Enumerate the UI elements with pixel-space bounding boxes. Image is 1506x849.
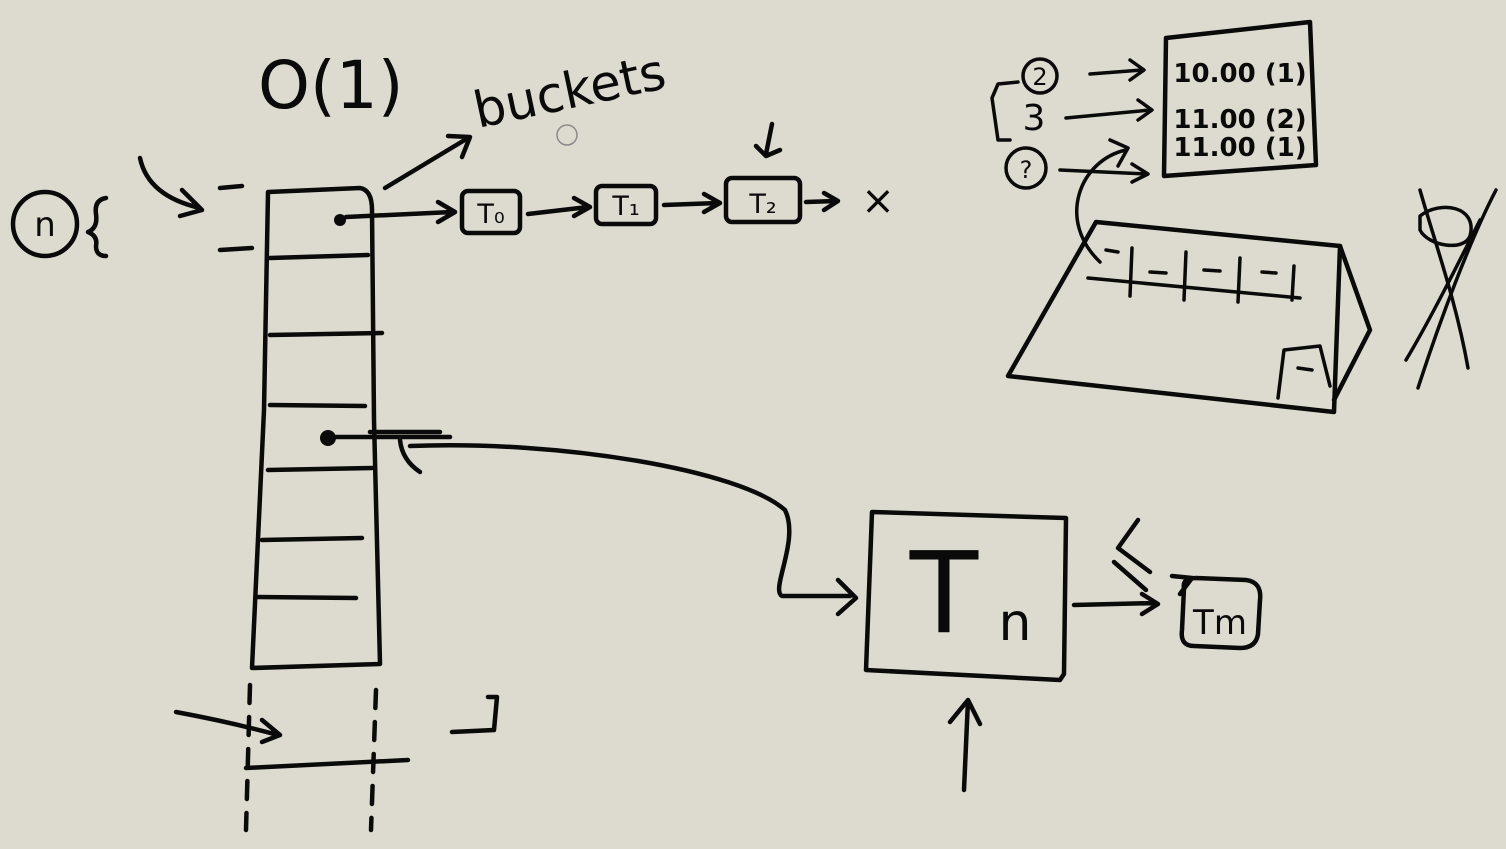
schedule-bracket [990, 80, 1020, 142]
schedule-marker-1: 2 [1032, 63, 1047, 91]
mouse-cursor [556, 124, 578, 146]
chain-node-0-label: T₀ [476, 199, 504, 230]
big-node-subscript: n [999, 593, 1032, 653]
bucket-array [249, 185, 385, 671]
index-arrow [137, 155, 205, 219]
size-brace [85, 195, 109, 259]
bucket-pointer-dot [334, 214, 346, 226]
big-node-up-arrow [947, 697, 983, 793]
chain-node-2: T₂ [723, 175, 803, 225]
size-marker: n [10, 189, 109, 259]
next-node-label: Tm [1192, 603, 1247, 643]
schedule-entry-3: 11.00 (1) [1173, 133, 1306, 163]
chain-insert-arrow [753, 121, 783, 159]
chain-arrow-2 [661, 191, 723, 215]
bucket-pointer-dot-2 [320, 430, 336, 446]
size-label: n [34, 205, 56, 245]
pointer-to-big-node [407, 443, 859, 617]
marker-circle-1 [1021, 57, 1059, 95]
chain-node-1-label: T₁ [611, 191, 639, 222]
pointer-scribble [333, 429, 453, 475]
chain-arrow-3 [803, 190, 841, 213]
schedule-entry-2: 11.00 (2) [1173, 105, 1306, 135]
scribble-marks [1111, 517, 1195, 597]
crossed-figure [1404, 188, 1498, 390]
schedule-arrow-2 [1064, 98, 1154, 122]
display-to-schedule-arrow [1075, 138, 1130, 264]
schedule-marker-2: 3 [1023, 98, 1046, 139]
display-board [1005, 219, 1373, 415]
buckets-pointer-arrow [382, 133, 473, 191]
next-node: Tm [1179, 575, 1263, 651]
big-node: T n [863, 509, 1069, 683]
array-extension [173, 682, 500, 833]
schedule-sketch: 2 3 ? 10.00 (1) 11.00 (2) 11.00 (1) [990, 19, 1498, 415]
complexity-label: O(1) [258, 47, 403, 124]
big-to-next-arrow [1071, 591, 1161, 617]
schedule-marker-3: ? [1020, 156, 1033, 184]
schedule-arrow-3 [1058, 162, 1150, 184]
schedule-arrow-1 [1088, 58, 1146, 82]
chain-node-0: T₀ [459, 188, 523, 236]
chain-terminator: × [861, 178, 895, 224]
index-ticks [217, 183, 255, 253]
marker-circle-3 [1004, 146, 1048, 190]
chain-arrow-1 [525, 195, 593, 219]
schedule-box [1161, 19, 1319, 179]
bucket-to-chain-arrow [343, 199, 458, 225]
schedule-entry-1: 10.00 (1) [1173, 59, 1306, 89]
chain-node-2-label: T₂ [748, 189, 776, 220]
big-node-letter: T [909, 529, 979, 659]
chain-node-1: T₁ [593, 183, 659, 227]
